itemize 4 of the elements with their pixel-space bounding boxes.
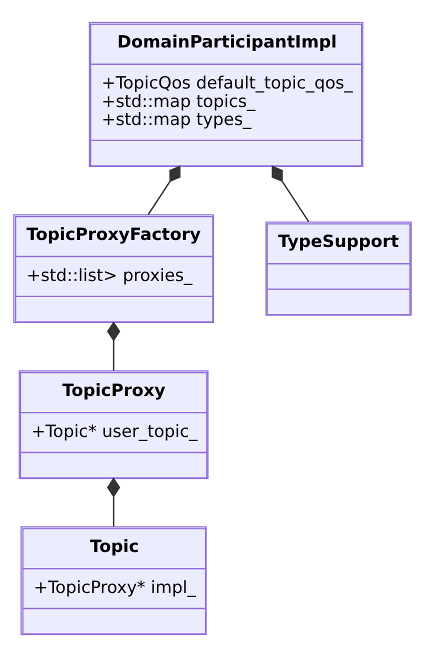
- connector: [147, 165, 180, 215]
- connector: [106, 477, 120, 526]
- connector: [106, 321, 120, 370]
- connector: [271, 165, 309, 222]
